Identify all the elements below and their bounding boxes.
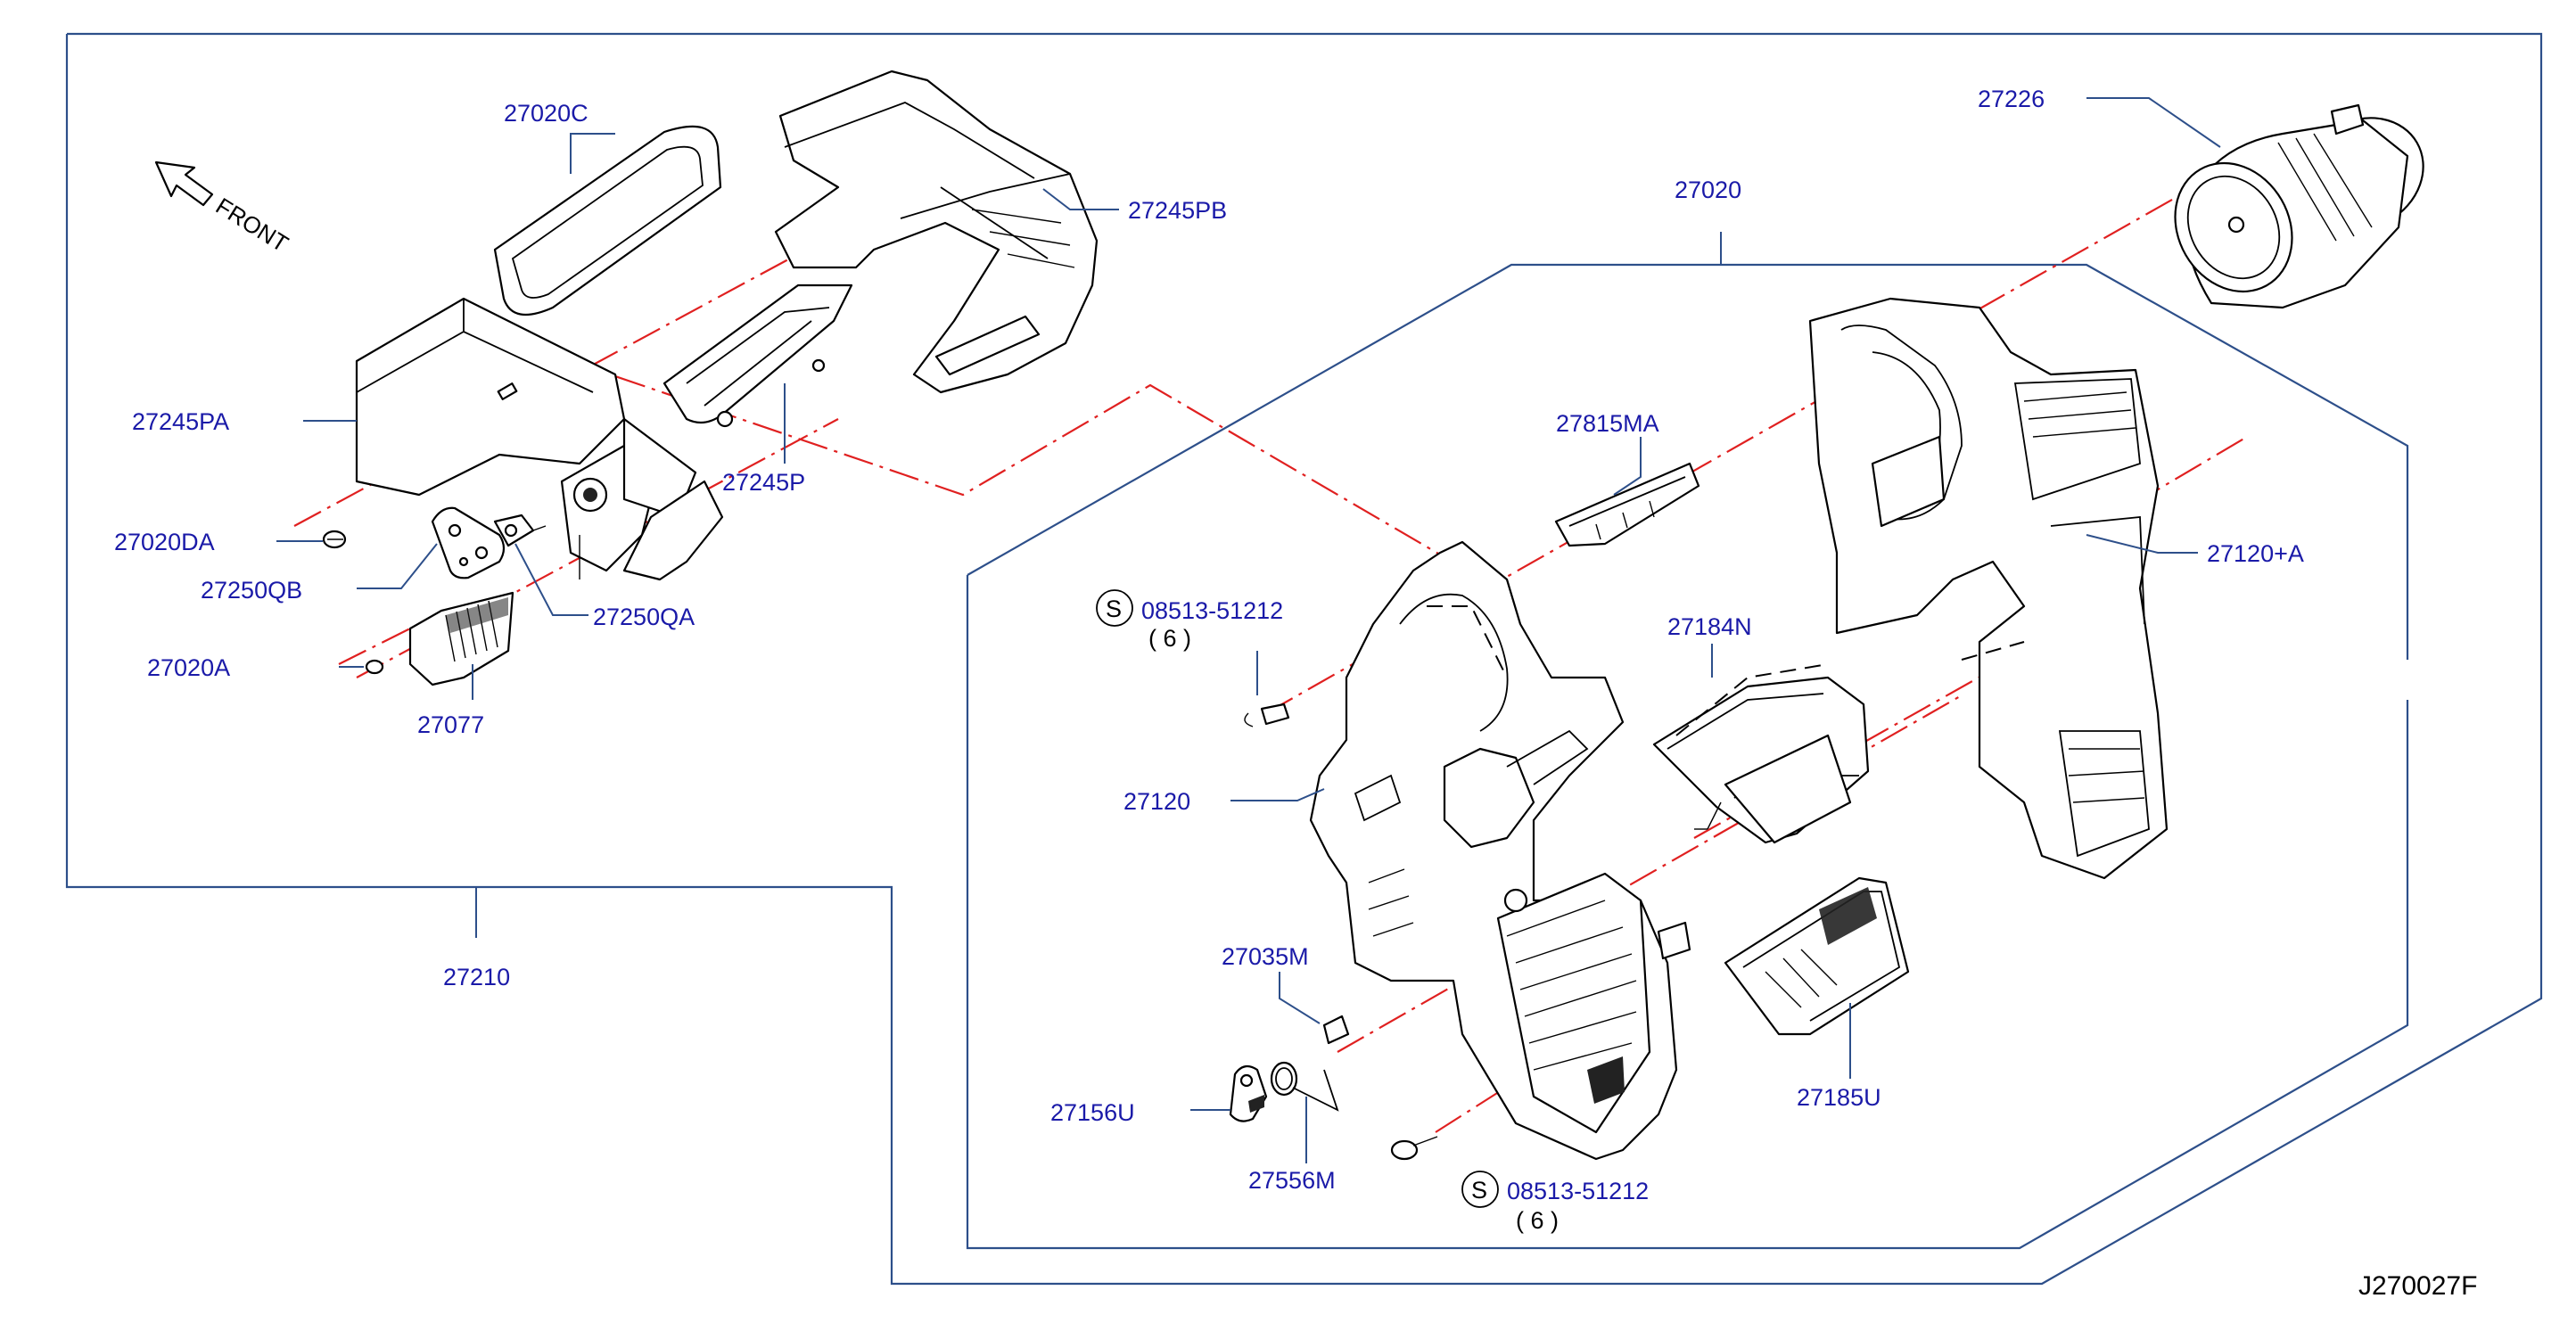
front-label: FRONT [211, 193, 293, 258]
label-27210[interactable]: 27210 [443, 964, 510, 990]
label-27250QA[interactable]: 27250QA [593, 604, 695, 630]
part-27156U-lever [1229, 1064, 1268, 1122]
label-27185U[interactable]: 27185U [1797, 1084, 1881, 1111]
part-screw-bottom [1390, 1136, 1438, 1161]
label-27035M[interactable]: 27035M [1222, 943, 1309, 970]
label-27020DA[interactable]: 27020DA [114, 529, 215, 555]
label-27120[interactable]: 27120 [1123, 788, 1190, 815]
leader-lines [276, 97, 2221, 1163]
label-27815MA[interactable]: 27815MA [1556, 410, 1659, 437]
label-27156U[interactable]: 27156U [1050, 1099, 1135, 1126]
part-screw-top [1244, 703, 1290, 727]
part-27245PA-duct [355, 297, 724, 581]
part-27185U-filter [1724, 876, 1910, 1036]
label-27245P[interactable]: 27245P [722, 469, 805, 496]
diagram-code: J270027F [2358, 1271, 2477, 1301]
label-27556M[interactable]: 27556M [1248, 1167, 1336, 1194]
label-27020[interactable]: 27020 [1675, 177, 1741, 203]
part-27815MA-bracket [1554, 462, 1700, 547]
group-frame-27020 [966, 263, 2410, 1250]
part-27250QA-clip [493, 514, 547, 547]
label-27245PB[interactable]: 27245PB [1128, 197, 1227, 224]
group-frame-27210 [65, 32, 2543, 1286]
label-27020C[interactable]: 27020C [504, 100, 588, 127]
label-27120A[interactable]: 27120+A [2207, 540, 2304, 567]
part-27245P-box [663, 284, 853, 428]
part-27077-resistor [408, 591, 514, 686]
label-27020A[interactable]: 27020A [147, 654, 230, 681]
part-labels: 27020C 27245PB 27245PA 27245P 27020DA 27… [114, 86, 2304, 1194]
screw-callout-bottom: S 08513-51212 ( 6 ) [1461, 1171, 1649, 1234]
s-symbol-circle [1096, 589, 1133, 627]
part-27120-housing [1309, 540, 1691, 1161]
front-arrow-icon: FRONT [154, 160, 293, 258]
screw-callout-top: S 08513-51212 ( 6 ) [1096, 589, 1283, 695]
screw-qty-bottom: ( 6 ) [1516, 1207, 1559, 1234]
label-27250QB[interactable]: 27250QB [201, 577, 302, 604]
part-27245PB-duct [774, 70, 1099, 394]
screw-part-number-bottom[interactable]: 08513-51212 [1507, 1178, 1649, 1204]
part-27184N-evaporator [1652, 663, 1870, 844]
s-symbol-circle [1461, 1171, 1499, 1208]
screw-qty-top: ( 6 ) [1148, 625, 1191, 652]
label-27077[interactable]: 27077 [417, 711, 484, 738]
screw-part-number-top[interactable]: 08513-51212 [1141, 597, 1283, 624]
part-27035M-sleeve [1322, 1015, 1350, 1045]
label-27226[interactable]: 27226 [1978, 86, 2045, 112]
label-27245PA[interactable]: 27245PA [132, 408, 229, 435]
part-27226-fan [2174, 103, 2424, 309]
s-symbol: S [1471, 1177, 1487, 1204]
part-27020DA-screw [322, 530, 347, 549]
part-27020A-screw [365, 659, 384, 675]
label-27184N[interactable]: 27184N [1667, 613, 1752, 640]
part-27020C-seal [493, 125, 722, 316]
part-27556M-spring [1270, 1061, 1339, 1112]
part-27250QB-bracket [431, 506, 506, 579]
part-27120A-housing [1808, 297, 2169, 880]
s-symbol: S [1106, 596, 1122, 622]
